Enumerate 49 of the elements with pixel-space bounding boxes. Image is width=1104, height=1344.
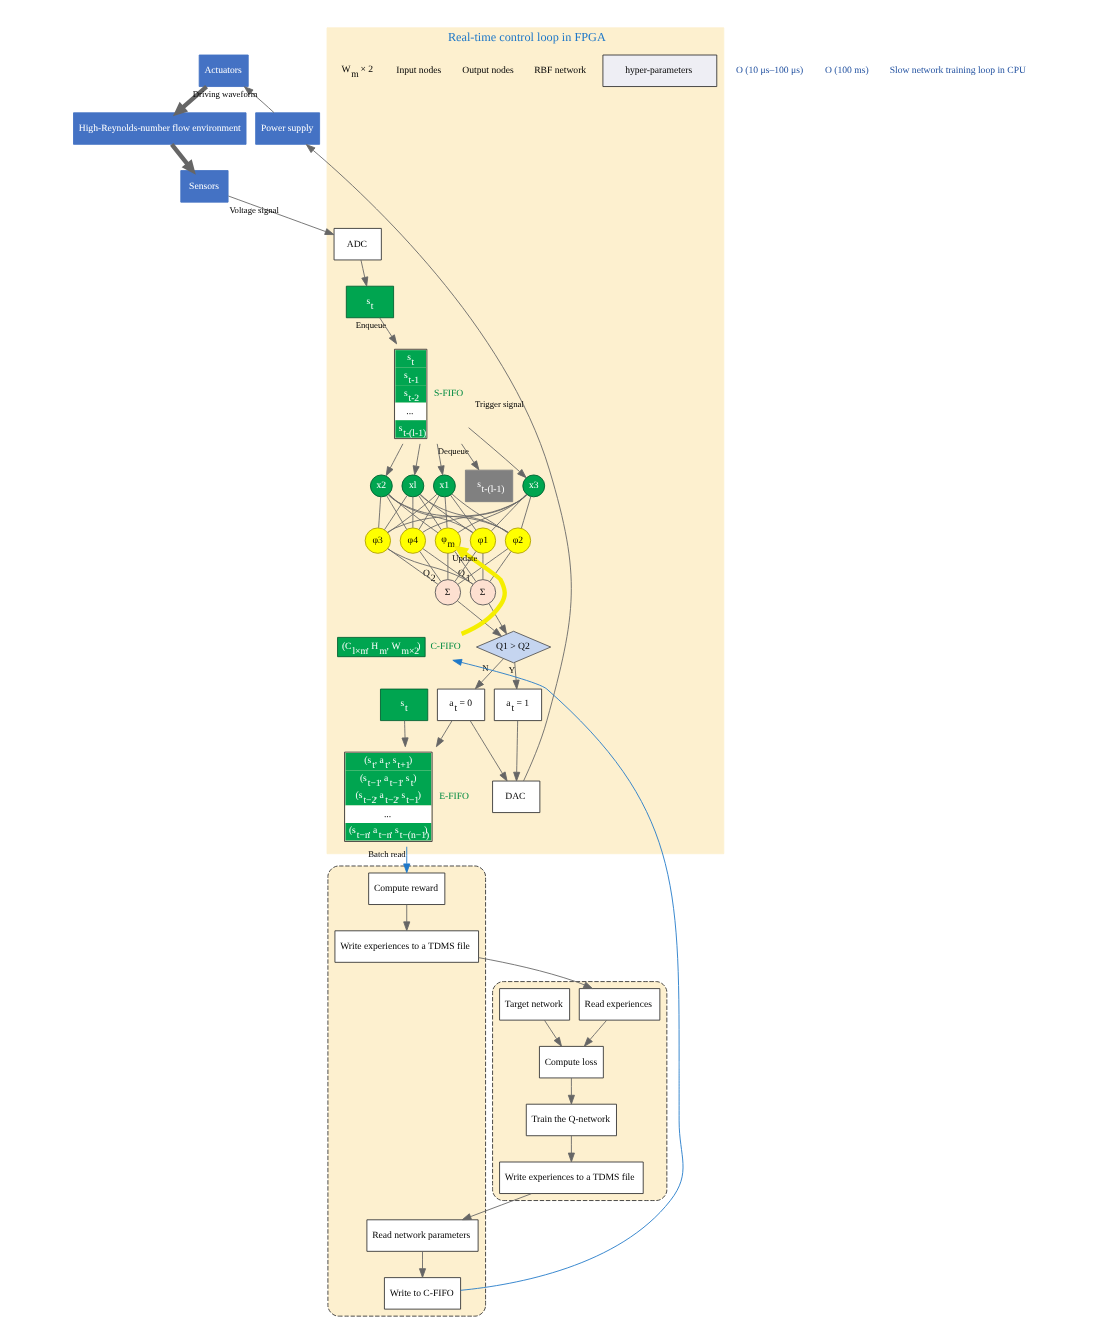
connector: [449, 494, 476, 531]
connector: [481, 552, 483, 580]
connector: [421, 548, 473, 585]
arrow: [435, 443, 444, 476]
arrow: [434, 720, 452, 748]
connector: [418, 494, 508, 533]
arrow: [456, 600, 501, 637]
arrow: [460, 1193, 531, 1221]
arrow: [468, 720, 507, 782]
arrow: [411, 443, 420, 476]
arrow: [460, 443, 479, 471]
connector: [411, 496, 413, 529]
arrow: [566, 1077, 574, 1105]
connector: [418, 493, 473, 534]
arrow: [384, 443, 403, 477]
connector: [421, 494, 527, 533]
arrow: [473, 658, 503, 690]
arrow: [402, 846, 410, 874]
connector: [418, 550, 441, 583]
connector: [386, 548, 438, 585]
arrow: [487, 603, 506, 635]
connector: [386, 548, 473, 585]
arrow: [242, 86, 274, 114]
arrow: [451, 658, 683, 1291]
arrow: [418, 1251, 425, 1278]
connector: [387, 494, 473, 533]
arrow: [169, 143, 195, 175]
connector: [450, 493, 508, 534]
connector: [456, 548, 508, 585]
arrow: [512, 720, 520, 782]
connector: [377, 496, 381, 529]
connector: [443, 496, 447, 529]
arrow: [477, 957, 592, 989]
connector: [446, 552, 448, 580]
arrow: [304, 144, 571, 782]
connector: [456, 494, 526, 533]
arrow: [452, 545, 506, 636]
arrow: [400, 720, 408, 748]
connector: [488, 550, 511, 583]
arrow: [467, 427, 526, 479]
arrow: [543, 1019, 561, 1047]
arrow: [566, 1135, 574, 1163]
arrow: [511, 661, 519, 690]
arrow: [402, 904, 410, 932]
arrow: [582, 1019, 607, 1047]
arrow: [226, 195, 334, 236]
connector: [519, 496, 531, 529]
arrow: [359, 259, 368, 287]
arrow: [378, 317, 397, 345]
